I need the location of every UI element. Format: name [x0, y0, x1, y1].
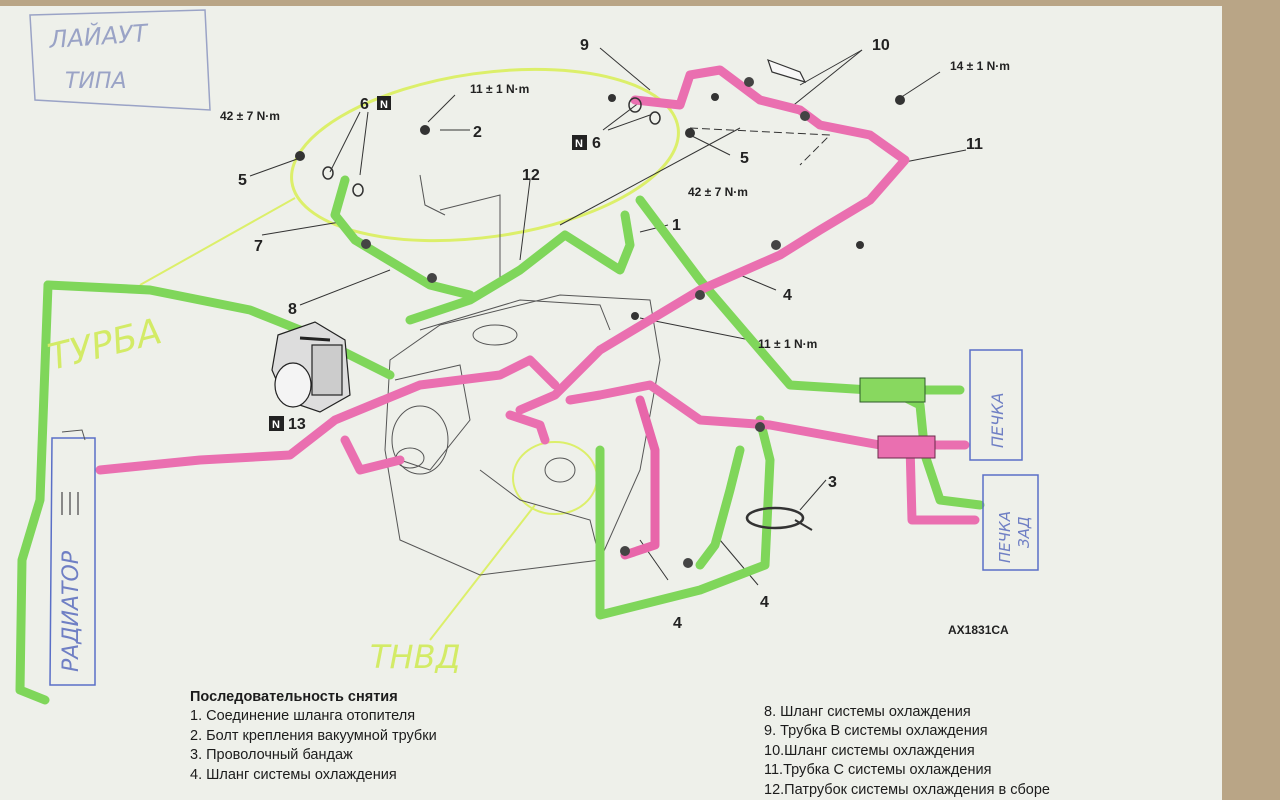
callout-4c: 4 — [760, 594, 769, 611]
callout-4a: 4 — [783, 287, 792, 304]
hand-radiator: РАДИАТОР — [59, 550, 84, 672]
callout-6b: 6 — [592, 135, 601, 152]
n-badge-13: N — [269, 416, 284, 431]
yellow-highlight-line — [139, 197, 296, 286]
legend-item-1: 1. Соединение шланга отопителя — [190, 708, 416, 725]
callout-12: 12 — [522, 167, 540, 184]
torque-14: 14 ± 1 N·m — [950, 59, 1010, 73]
yellow-highlight-tnvd-line — [429, 504, 536, 641]
legend-item-4: 4. Шланг системы охлаждения — [190, 766, 397, 783]
legend-item-8: 8. Шланг системы охлаждения — [764, 704, 971, 720]
removal-sequence-left: Последовательность снятия 1. Соединение … — [190, 688, 437, 785]
hand-layout-type2: ТИПА — [65, 69, 127, 94]
heater-front-box — [969, 349, 1023, 461]
callout-11: 11 — [966, 136, 983, 153]
hand-heater-rear-2: ЗАД — [1015, 516, 1033, 548]
callout-5b: 5 — [740, 150, 749, 167]
turbo-pump — [271, 321, 351, 413]
callout-10: 10 — [872, 37, 890, 54]
n-badge-6: N — [377, 96, 391, 111]
heater-joint-green — [859, 377, 926, 403]
hand-heater-rear-1: ПЕЧКА — [996, 511, 1014, 563]
n-badge-6b: N — [572, 135, 587, 150]
radiator — [49, 429, 96, 686]
yellow-highlight-ellipse — [290, 67, 680, 243]
callout-2: 2 — [473, 124, 482, 141]
legend-item-10: 10.Шланг системы охлаждения — [764, 742, 975, 759]
yellow-box-hand — [29, 9, 211, 111]
hose-10-piece — [767, 58, 807, 83]
hand-heater-front: ПЕЧКА — [988, 393, 1007, 448]
paper-sheet — [0, 6, 1222, 800]
heater-rear-box — [982, 474, 1039, 571]
legend-item-3: 3. Проволочный бандаж — [190, 747, 353, 764]
torque-11-top: 11 ± 1 N·m — [470, 82, 529, 96]
hand-turbo: ТУРБА — [44, 311, 165, 379]
clamps — [295, 77, 905, 568]
heater-joint-pink — [877, 435, 936, 459]
callout-4b: 4 — [673, 615, 682, 632]
yellow-highlight-tnvd — [512, 441, 598, 515]
callout-7: 7 — [254, 238, 263, 255]
callout-9: 9 — [580, 37, 589, 54]
removal-sequence-title: Последовательность снятия — [190, 689, 398, 705]
figure-code: AX1831CA — [948, 623, 1009, 637]
pink-hoses — [95, 65, 980, 525]
callout-8: 8 — [288, 301, 297, 318]
callout-13: 13 — [288, 416, 306, 433]
wire-band — [745, 506, 805, 530]
hand-tnvd: ТНВД — [370, 638, 461, 676]
legend-item-12: 12.Патрубок системы охлаждения в сборе — [764, 781, 1050, 798]
legend-item-9: 9. Трубка В системы охлаждения — [764, 723, 988, 740]
torque-11-mid: 11 ± 1 N·m — [758, 337, 817, 351]
washers — [322, 97, 661, 197]
wire-band-tail — [794, 519, 813, 531]
engine-sketch — [384, 174, 661, 576]
torque-42-left: 42 ± 7 N·m — [220, 109, 280, 123]
hand-layout-type: ЛАЙАУТ — [47, 18, 150, 54]
callout-6a: 6 — [360, 96, 369, 113]
svg-text:N: N — [272, 419, 280, 431]
svg-text:N: N — [575, 138, 583, 150]
torque-42-mid: 42 ± 7 N·m — [688, 185, 748, 199]
legend-item-11: 11.Трубка С системы охлаждения — [764, 762, 992, 779]
legend-item-2: 2. Болт крепления вакуумной трубки — [190, 727, 437, 744]
removal-sequence-right: 8. Шланг системы охлаждения 9. Трубка В … — [764, 703, 1050, 800]
callout-3: 3 — [828, 474, 837, 491]
svg-text:N: N — [380, 99, 388, 111]
callout-5a: 5 — [238, 172, 247, 189]
callout-1: 1 — [672, 217, 681, 234]
